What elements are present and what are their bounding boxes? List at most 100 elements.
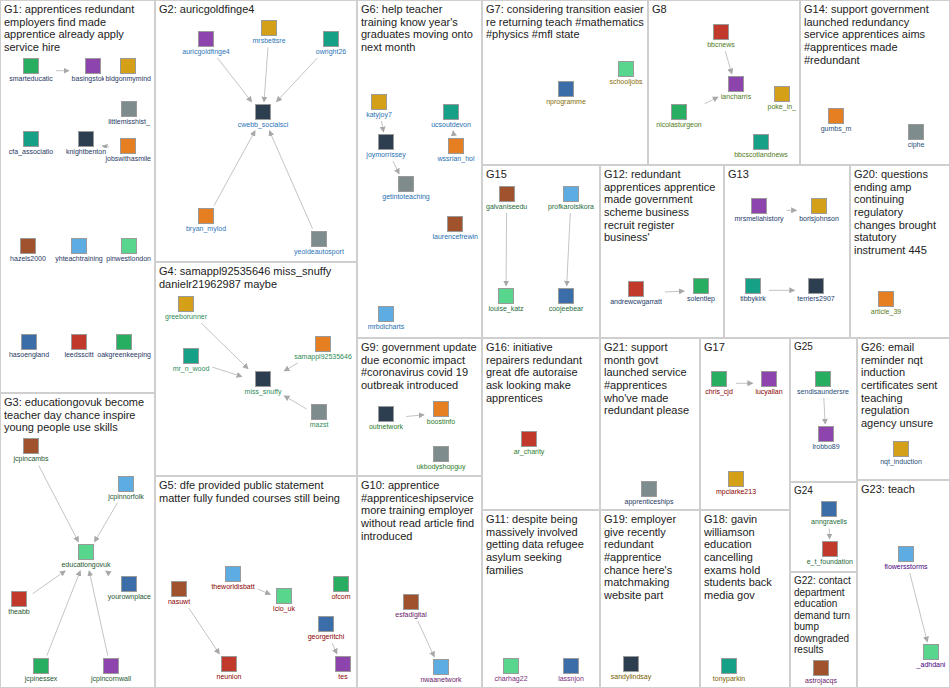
vertex-label: ciphe bbox=[907, 141, 926, 149]
group-title: G12: redundant apprentices apprentice ma… bbox=[601, 166, 723, 246]
vertex-label: mrsmeliahistory bbox=[733, 215, 784, 223]
user-vertex: apprenticeships bbox=[623, 481, 674, 506]
user-vertex: louise_katz bbox=[487, 288, 524, 313]
user-vertex: yeoldeautosport bbox=[293, 231, 345, 256]
group-box: G23: teachflowersstorms_adhdani bbox=[857, 480, 950, 688]
group-title: G16: initiative repairers redundant grea… bbox=[483, 339, 599, 406]
vertex-label: theworldisbatt bbox=[210, 583, 255, 591]
edge-connector bbox=[406, 415, 424, 417]
vertex-label: auricgoldfinge4 bbox=[181, 48, 230, 56]
vertex-label: jobswithasmile bbox=[104, 155, 152, 163]
user-vertex: nwaanetwork bbox=[419, 659, 462, 684]
user-vertex: greeborunner bbox=[164, 296, 208, 321]
vertex-label: ukbodyshopguy bbox=[415, 463, 466, 471]
vertex-label: tonyparkin bbox=[712, 675, 746, 683]
edge-connector bbox=[277, 58, 318, 102]
avatar-icon bbox=[499, 186, 515, 202]
vertex-label: samappl92535646 bbox=[293, 353, 353, 361]
user-vertex: bbcscotlandnews bbox=[733, 134, 789, 159]
avatar-icon bbox=[728, 76, 744, 92]
avatar-icon bbox=[255, 104, 271, 120]
group-box: G19: employer give recently redundant #a… bbox=[600, 510, 700, 688]
vertex-label: wssrian_hol bbox=[437, 155, 476, 163]
vertex-label: galvaniseedu bbox=[485, 203, 528, 211]
avatar-icon bbox=[623, 656, 639, 672]
edge-connector bbox=[453, 131, 455, 136]
user-vertex: chris_cjd bbox=[704, 371, 734, 396]
vertex-label: coojeebear bbox=[548, 305, 585, 313]
avatar-icon bbox=[23, 58, 39, 74]
group-title: G8 bbox=[649, 1, 799, 18]
edge-connector bbox=[736, 383, 753, 384]
avatar-icon bbox=[558, 288, 574, 304]
group-title: G26: email reminder nqt induction certif… bbox=[858, 339, 949, 431]
avatar-icon bbox=[11, 591, 27, 607]
group-box: G10: apprentice #apprenticeshipservice m… bbox=[357, 476, 482, 688]
user-vertex: terriers2907 bbox=[796, 278, 835, 303]
user-vertex: bldgonmymind bbox=[104, 58, 152, 83]
user-vertex: mazst bbox=[309, 404, 330, 429]
edge-connector bbox=[725, 51, 732, 74]
avatar-icon bbox=[745, 278, 761, 294]
user-vertex: leedsscitt bbox=[63, 334, 94, 359]
edge-connector bbox=[284, 363, 297, 371]
vertex-label: article_39 bbox=[870, 308, 902, 316]
avatar-icon bbox=[120, 58, 136, 74]
vertex-label: cfa_associatio bbox=[8, 148, 54, 156]
vertex-label: anngravells bbox=[810, 518, 848, 526]
avatar-icon bbox=[261, 20, 277, 36]
group-title: G5: dfe provided public statement matter… bbox=[156, 477, 356, 506]
user-vertex: lucyallan bbox=[754, 371, 783, 396]
group-title: G18: gavin williamson education cancelli… bbox=[701, 511, 789, 603]
vertex-label: nasuwt bbox=[167, 598, 191, 606]
user-vertex: ofcom bbox=[330, 576, 351, 601]
edge-connector bbox=[910, 573, 928, 642]
edge-connector bbox=[418, 621, 434, 657]
edge-connector bbox=[829, 528, 830, 538]
vertex-label: katyjoy7 bbox=[365, 111, 393, 119]
group-box: G22: contact department education demand… bbox=[790, 572, 857, 688]
edge-connector bbox=[824, 398, 825, 424]
vertex-label: bldgonmymind bbox=[104, 75, 152, 83]
vertex-label: louise_katz bbox=[487, 305, 524, 313]
avatar-icon bbox=[315, 336, 331, 352]
avatar-icon bbox=[20, 238, 36, 254]
vertex-label: andrewcwgarratt bbox=[609, 298, 663, 306]
user-vertex: jcpincambs bbox=[12, 438, 49, 463]
avatar-icon bbox=[815, 371, 831, 387]
vertex-label: hasoengland bbox=[8, 351, 50, 359]
vertex-label: bbcscotlandnews bbox=[733, 151, 789, 159]
group-box: G14: support government launched redunda… bbox=[800, 0, 950, 165]
avatar-icon bbox=[255, 371, 271, 387]
avatar-icon bbox=[85, 58, 101, 74]
group-title: G22: contact department education demand… bbox=[791, 573, 856, 658]
vertex-label: apprenticeships bbox=[623, 498, 674, 506]
user-vertex: poke_in_ bbox=[767, 86, 797, 111]
edge-connector bbox=[201, 323, 248, 369]
user-vertex: e_t_foundation bbox=[806, 541, 854, 566]
vertex-label: miss_snuffy bbox=[244, 388, 283, 396]
user-vertex: miss_snuffy bbox=[244, 371, 283, 396]
user-vertex: astrojacqs bbox=[804, 660, 838, 685]
user-vertex: lcio_uk bbox=[272, 588, 296, 613]
group-title: G2: auricgoldfinge4 bbox=[156, 1, 356, 18]
edge-connector bbox=[264, 47, 268, 101]
user-vertex: nqt_induction bbox=[879, 441, 923, 466]
avatar-icon bbox=[171, 581, 187, 597]
user-vertex: schooljobs bbox=[608, 61, 643, 86]
group-box: G11: despite being massively involved ge… bbox=[482, 510, 600, 688]
vertex-label: esfadigital bbox=[394, 611, 428, 619]
group-box: G24anngravellse_t_foundation bbox=[790, 482, 857, 572]
group-title: G4: samappl92535646 miss_snuffy danielr2… bbox=[156, 263, 356, 292]
vertex-label: mrbdicharts bbox=[367, 323, 406, 331]
avatar-icon bbox=[311, 231, 327, 247]
vertex-label: mpclarke213 bbox=[715, 488, 757, 496]
edge-connector bbox=[56, 70, 69, 71]
vertex-label: cwebb_socialsci bbox=[237, 121, 290, 129]
edge-connector bbox=[189, 608, 219, 654]
group-box: G20: questions ending amp continuing reg… bbox=[850, 165, 950, 338]
user-vertex: mrsmeliahistory bbox=[733, 198, 784, 223]
user-vertex: sandylindsay bbox=[610, 656, 652, 681]
user-vertex: nprogramme bbox=[545, 81, 587, 106]
vertex-label: nicolasturgeon bbox=[655, 121, 703, 129]
